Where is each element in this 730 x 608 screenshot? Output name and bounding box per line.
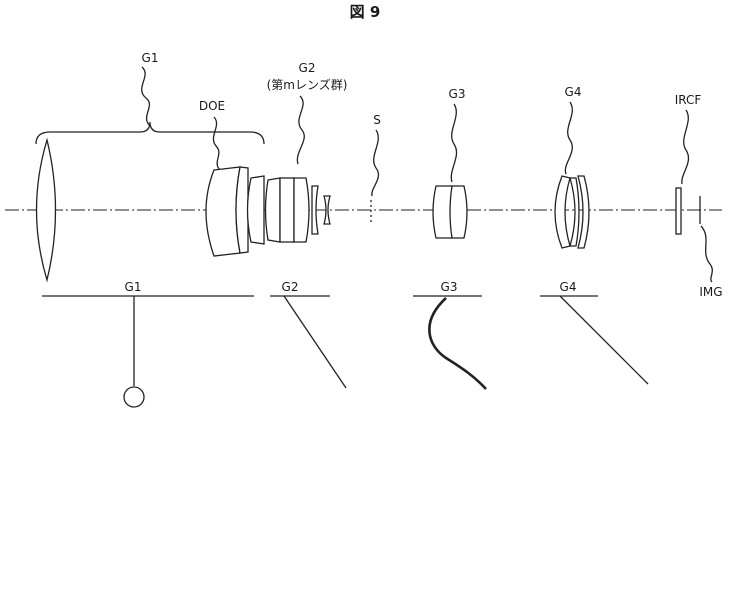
label-g2-sub: (第mレンズ群)	[267, 77, 348, 92]
track-label-g4: G4	[560, 280, 577, 294]
filter-ircf	[675, 187, 682, 235]
lens-g4-b	[569, 177, 580, 247]
track-path-g3	[428, 297, 487, 390]
lens-doe-a	[205, 166, 241, 257]
lens-g4-a	[554, 175, 571, 249]
leader-g2	[296, 95, 305, 165]
leader-doe	[212, 116, 221, 171]
label-g2: G2	[299, 61, 316, 75]
label-g3: G3	[449, 87, 466, 101]
label-g4: G4	[565, 85, 582, 99]
track-fixed-marker-g1	[123, 386, 145, 408]
lens-g2-c	[293, 177, 310, 243]
leader-g1	[141, 66, 151, 127]
lens-doe-b	[235, 166, 249, 254]
leader-g4	[564, 101, 573, 175]
lens-g2-e	[323, 195, 331, 225]
leader-ircf	[681, 109, 690, 185]
lens-g3-a	[432, 185, 453, 239]
lens-g2-a	[264, 177, 281, 243]
track-label-g3: G3	[441, 280, 458, 294]
label-s: S	[373, 113, 381, 127]
leader-g3	[450, 103, 458, 183]
bracket-g1	[35, 121, 265, 145]
track-path-g2	[283, 295, 347, 389]
figure-title: 図 9	[350, 3, 381, 21]
lens-g4-c	[577, 175, 590, 249]
label-g1: G1	[142, 51, 159, 65]
lens-g2-d	[311, 185, 319, 235]
label-ircf: IRCF	[675, 93, 702, 107]
lens-g1-front	[35, 137, 57, 283]
track-path-g4	[559, 295, 649, 385]
leader-s	[371, 129, 380, 197]
leader-img	[700, 225, 713, 283]
track-label-g1: G1	[125, 280, 142, 294]
label-doe: DOE	[199, 99, 225, 113]
label-img: IMG	[699, 285, 722, 299]
lens-g2-b	[279, 177, 295, 243]
track-label-g2: G2	[282, 280, 299, 294]
lens-g1-c	[246, 175, 265, 245]
lens-g3-b	[449, 185, 468, 239]
